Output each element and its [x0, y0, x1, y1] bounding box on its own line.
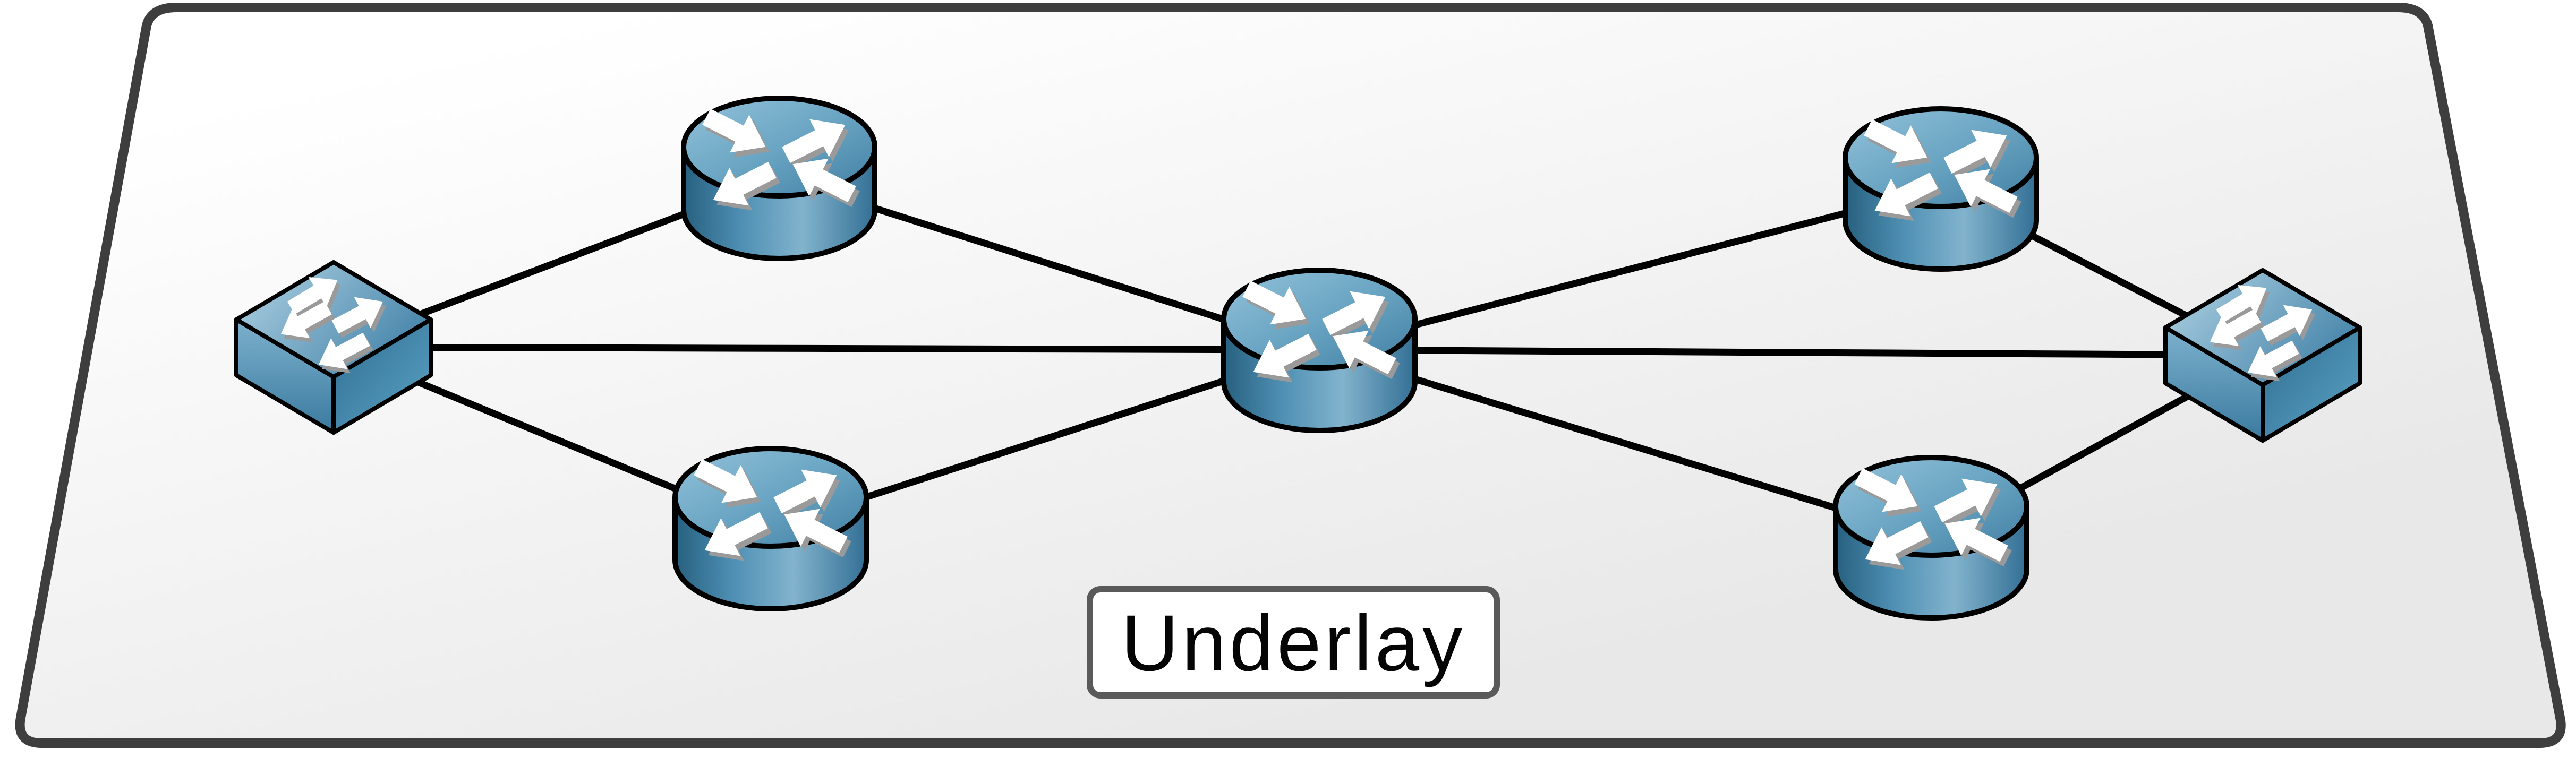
- link-switch-left--router-center: [330, 343, 1323, 354]
- node-router-bottom-right: [1836, 457, 2027, 618]
- node-router-top-right: [1845, 108, 2036, 269]
- link-router-center--switch-right: [1316, 346, 2266, 359]
- node-router-bottom-left: [675, 448, 866, 609]
- underlay-label-box: [1087, 586, 1500, 699]
- node-router-center: [1224, 270, 1415, 430]
- link-router-center--router-top-right: [1316, 185, 1944, 354]
- link-router-center--router-bottom-right: [1316, 346, 1935, 541]
- underlay-label: Underlay: [1087, 586, 1500, 699]
- underlay-label-text: Underlay: [1121, 598, 1465, 687]
- node-router-top-left: [684, 98, 875, 259]
